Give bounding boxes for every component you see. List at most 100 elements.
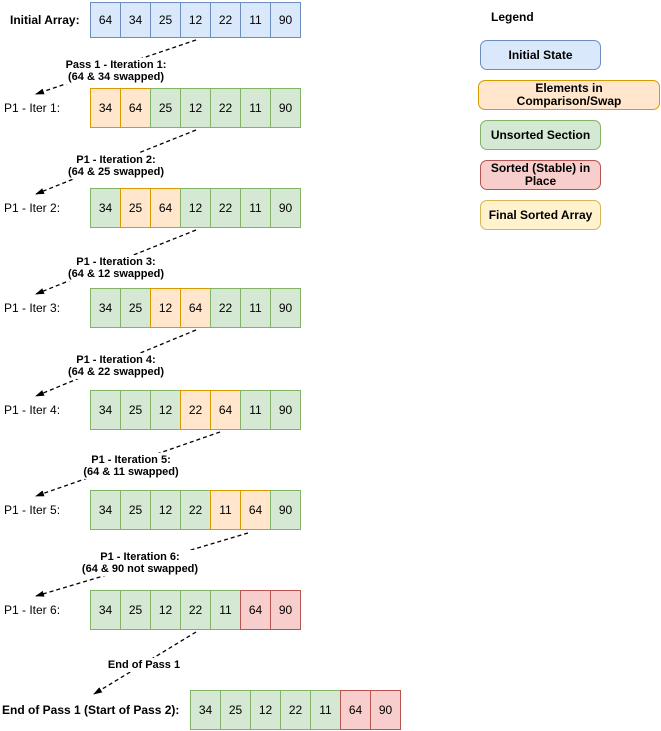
transition-label-line: Pass 1 - Iteration 1: [65, 59, 167, 71]
array-cell-blue: 25 [150, 2, 181, 38]
array-cell-green: 22 [180, 490, 211, 530]
array-cell-green: 11 [240, 288, 271, 328]
array-cell-green: 22 [210, 288, 241, 328]
transition-label-line: P1 - Iteration 4: [76, 354, 156, 366]
row-label: End of Pass 1 (Start of Pass 2): [2, 703, 180, 717]
legend-item-blue: Initial State [480, 40, 601, 70]
array-cell-orange: 64 [180, 288, 211, 328]
array-cell-green: 11 [210, 590, 241, 630]
row-label: Initial Array: [10, 13, 80, 27]
array-cell-orange: 64 [120, 88, 151, 128]
array-cell-green: 34 [90, 490, 121, 530]
legend-item-orange: Elements in Comparison/Swap [478, 80, 660, 110]
transition-label-line: End of Pass 1 [107, 659, 181, 671]
array-cell-green: 12 [180, 88, 211, 128]
array-cell-red: 90 [370, 690, 401, 730]
legend-item-label: Unsorted Section [490, 127, 591, 142]
transition-label: P1 - Iteration 5:(64 & 11 swapped) [80, 453, 182, 479]
transition-label: P1 - Iteration 6:(64 & 90 not swapped) [78, 550, 202, 576]
legend-item-yellow: Final Sorted Array [480, 200, 601, 230]
row-label: P1 - Iter 5: [4, 503, 61, 517]
legend-title: Legend [491, 10, 534, 24]
transition-label-line: P1 - Iteration 3: [76, 256, 156, 268]
array-cell-green: 34 [90, 288, 121, 328]
transition-label-line: (64 & 11 swapped) [83, 466, 179, 478]
transition-label-line: (64 & 22 swapped) [68, 366, 164, 378]
legend-item-green: Unsorted Section [480, 120, 601, 150]
array-cell-green: 12 [150, 490, 181, 530]
array-cell-orange: 64 [150, 188, 181, 228]
array-cell-orange: 11 [210, 490, 241, 530]
array-cell-green: 12 [180, 188, 211, 228]
array-cell-green: 22 [210, 188, 241, 228]
array-cell-green: 25 [120, 288, 151, 328]
array-cell-green: 12 [150, 590, 181, 630]
transition-label-line: P1 - Iteration 5: [91, 454, 171, 466]
array-cell-orange: 64 [210, 390, 241, 430]
row-label: P1 - Iter 3: [4, 301, 61, 315]
array-cell-green: 12 [150, 390, 181, 430]
array-cell-blue: 90 [270, 2, 301, 38]
row-label: P1 - Iter 6: [4, 603, 61, 617]
array-cell-green: 22 [280, 690, 311, 730]
array-cell-orange: 22 [180, 390, 211, 430]
array-cell-green: 22 [210, 88, 241, 128]
array-cell-green: 34 [190, 690, 221, 730]
array-cell-green: 90 [270, 288, 301, 328]
transition-label: Pass 1 - Iteration 1:(64 & 34 swapped) [62, 58, 170, 84]
array-cell-orange: 64 [240, 490, 271, 530]
row-label: P1 - Iter 2: [4, 201, 61, 215]
row-label: P1 - Iter 4: [4, 403, 61, 417]
array-cell-green: 12 [250, 690, 281, 730]
array-cell-green: 90 [270, 188, 301, 228]
array-cell-blue: 34 [120, 2, 151, 38]
array-cell-red: 90 [270, 590, 301, 630]
array-cell-blue: 12 [180, 2, 211, 38]
array-cell-green: 11 [240, 188, 271, 228]
array-cell-blue: 11 [240, 2, 271, 38]
transition-label: P1 - Iteration 4:(64 & 22 swapped) [65, 353, 167, 379]
array-cell-green: 90 [270, 390, 301, 430]
transition-label: P1 - Iteration 3:(64 & 12 swapped) [65, 255, 167, 281]
array-cell-green: 34 [90, 390, 121, 430]
legend-item-label: Elements in Comparison/Swap [516, 81, 622, 108]
transition-label-line: (64 & 34 swapped) [68, 71, 164, 83]
array-cell-orange: 12 [150, 288, 181, 328]
array-cell-green: 90 [270, 490, 301, 530]
transition-label-line: (64 & 90 not swapped) [81, 563, 199, 575]
transition-label: P1 - Iteration 2:(64 & 25 swapped) [65, 153, 167, 179]
array-cell-green: 34 [90, 188, 121, 228]
array-cell-green: 90 [270, 88, 301, 128]
transition-label-line: P1 - Iteration 6: [100, 551, 180, 563]
array-cell-green: 25 [220, 690, 251, 730]
transition-label: End of Pass 1 [104, 658, 184, 672]
array-cell-blue: 22 [210, 2, 241, 38]
array-cell-green: 25 [120, 390, 151, 430]
array-cell-orange: 34 [90, 88, 121, 128]
row-label: P1 - Iter 1: [4, 101, 61, 115]
transition-label-line: P1 - Iteration 2: [76, 154, 156, 166]
array-cell-green: 11 [310, 690, 341, 730]
array-cell-green: 25 [150, 88, 181, 128]
array-cell-green: 11 [240, 88, 271, 128]
legend-item-label: Final Sorted Array [488, 207, 593, 222]
transition-label-line: (64 & 25 swapped) [68, 166, 164, 178]
array-cell-green: 11 [240, 390, 271, 430]
array-cell-red: 64 [340, 690, 371, 730]
array-cell-orange: 25 [120, 188, 151, 228]
transition-label-line: (64 & 12 swapped) [68, 268, 164, 280]
legend-item-label: Initial State [508, 47, 573, 62]
array-cell-green: 22 [180, 590, 211, 630]
array-cell-green: 34 [90, 590, 121, 630]
array-cell-red: 64 [240, 590, 271, 630]
